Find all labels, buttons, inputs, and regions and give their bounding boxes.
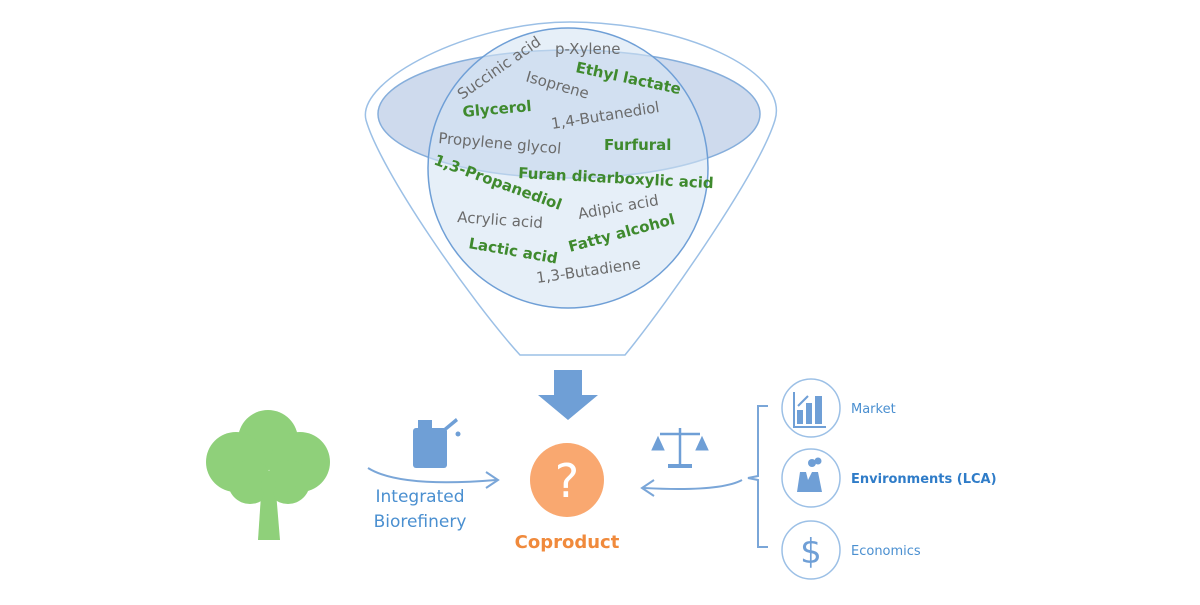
coproduct-label: Coproduct bbox=[515, 532, 620, 553]
integrated-label: Integrated bbox=[375, 487, 464, 507]
jerrycan-icon bbox=[413, 418, 461, 468]
coproduct-circle bbox=[530, 443, 604, 517]
tree-icon bbox=[206, 410, 330, 540]
dollar-icon: $ bbox=[800, 532, 822, 572]
criteria-economics: $ Economics bbox=[781, 520, 921, 580]
left-flow-arrow bbox=[367, 467, 497, 484]
chemical-p-xylene: p-Xylene bbox=[555, 40, 620, 58]
down-arrow-icon bbox=[538, 370, 598, 420]
criteria-environment: Environments (LCA) bbox=[781, 448, 997, 508]
right-flow-arrow bbox=[643, 479, 743, 490]
scale-icon bbox=[651, 428, 709, 468]
funnel bbox=[364, 21, 778, 356]
economics-label: Economics bbox=[851, 544, 921, 559]
environments-label: Environments (LCA) bbox=[851, 472, 997, 487]
biorefinery-label: Biorefinery bbox=[374, 512, 467, 532]
chemical-furfural: Furfural bbox=[604, 136, 671, 154]
question-mark-icon: ? bbox=[555, 454, 579, 508]
market-label: Market bbox=[851, 402, 896, 417]
brace bbox=[747, 405, 768, 548]
factory-icon bbox=[797, 457, 822, 492]
criteria-market: Market bbox=[781, 378, 896, 438]
chemical-glycerol: Glycerol bbox=[462, 97, 532, 121]
chemical-acrylic-acid: Acrylic acid bbox=[457, 208, 544, 232]
bar-chart-icon bbox=[793, 392, 826, 428]
